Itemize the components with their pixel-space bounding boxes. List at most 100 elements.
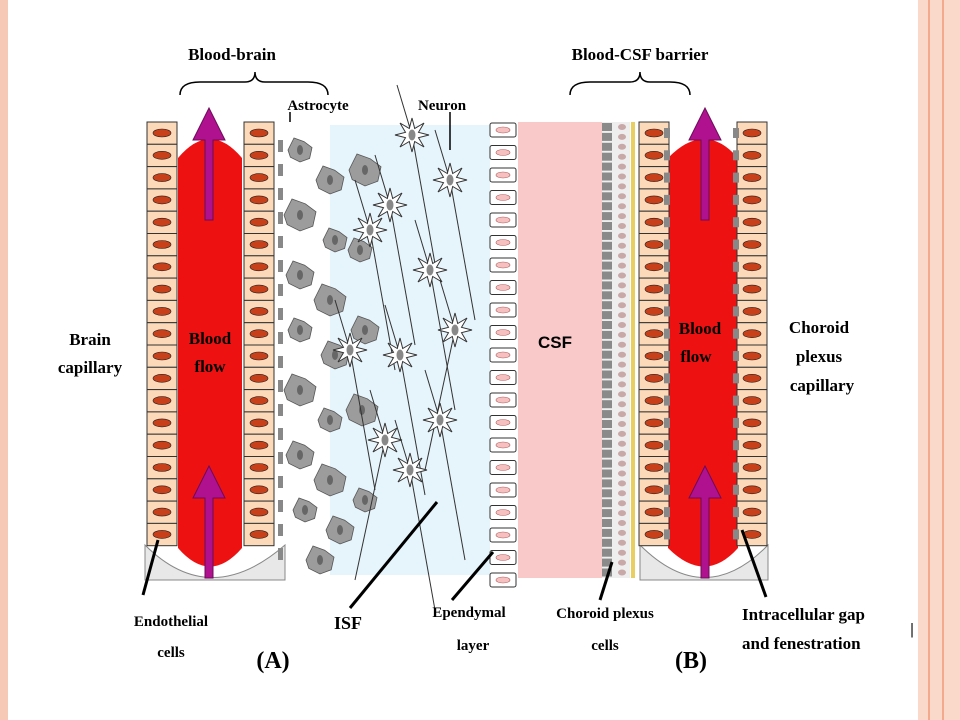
label-brain-capillary-1: Brain (69, 330, 111, 349)
label-isf: ISF (334, 613, 362, 633)
neuron-axon (429, 269, 456, 411)
cell-nucleus (152, 329, 172, 339)
capillary-b-base (639, 543, 769, 581)
cell-nucleus (495, 464, 511, 471)
neuron-axon (409, 469, 436, 611)
cell-nucleus (249, 530, 269, 539)
cell-nucleus (644, 373, 664, 383)
cell-nucleus (495, 284, 511, 291)
cell-nucleus (742, 463, 762, 472)
cell-nucleus (618, 460, 626, 467)
microvilli (602, 499, 612, 508)
fenestration-gap (733, 373, 739, 384)
microvilli (602, 301, 612, 310)
label-brain-capillary-2: capillary (58, 358, 123, 377)
cell-nucleus (618, 252, 626, 259)
cell-nucleus (742, 307, 762, 316)
cell-nucleus (618, 322, 626, 328)
cell-nucleus (495, 396, 511, 404)
cell-nucleus (327, 175, 333, 185)
microvilli (602, 212, 612, 221)
microvilli (602, 132, 612, 141)
label-intracellular-1: Intracellular gap (742, 605, 865, 624)
cell-nucleus (495, 576, 511, 584)
cell-nucleus (644, 329, 664, 339)
cell-nucleus (152, 351, 172, 361)
label-intracellular-2: and fenestration (742, 634, 861, 653)
cell-nucleus (495, 419, 511, 426)
microvilli (602, 370, 612, 379)
fenestration-gap (664, 484, 670, 495)
cell-nucleus (742, 329, 762, 339)
cell-nucleus (366, 224, 374, 236)
cell-nucleus (644, 284, 664, 294)
microvilli (602, 291, 612, 300)
microvilli (602, 321, 612, 329)
cell-nucleus (742, 485, 762, 495)
cell-nucleus (644, 173, 664, 182)
cell-nucleus (297, 270, 303, 280)
cell-nucleus (152, 151, 172, 160)
cell-nucleus (495, 239, 511, 246)
cell-nucleus (495, 216, 511, 224)
endothelial-column-a-left (146, 121, 178, 547)
fenestration-gap (733, 306, 739, 317)
label-choroid-3: capillary (790, 376, 855, 395)
cell-nucleus (495, 149, 511, 156)
fenestration-gap (733, 529, 739, 540)
cell-nucleus (495, 441, 511, 449)
cell-nucleus (618, 430, 626, 437)
brace-blood-brain (179, 71, 329, 96)
fenestration-gap (733, 395, 739, 406)
endfoot (278, 236, 283, 248)
cell-nucleus (644, 485, 664, 495)
fenestration-gap (664, 128, 670, 138)
neuron-axon (411, 134, 438, 276)
cell-nucleus (495, 171, 511, 179)
microvilli (602, 142, 612, 151)
cell-nucleus (618, 569, 626, 576)
label-ependymal-2: layer (457, 638, 490, 654)
cell-nucleus (362, 165, 368, 175)
cell-nucleus (618, 500, 626, 507)
fenestration-gap (664, 284, 670, 295)
cell-nucleus (742, 351, 762, 361)
cell-nucleus (618, 272, 626, 279)
cell-nucleus (297, 450, 303, 460)
cell-nucleus (618, 391, 626, 398)
cell-nucleus (495, 306, 511, 314)
cell-nucleus (495, 509, 511, 516)
cell-nucleus (742, 440, 762, 450)
pointer-choroid-cells (598, 561, 614, 601)
cell-nucleus (644, 240, 664, 249)
cell-nucleus (742, 173, 762, 182)
cell-nucleus (644, 128, 664, 138)
cell-nucleus (742, 217, 762, 227)
label-astrocyte: Astrocyte (287, 98, 349, 114)
cell-nucleus (249, 240, 269, 249)
cell-nucleus (152, 507, 172, 517)
cell-nucleus (297, 385, 303, 395)
microvilli (602, 489, 612, 498)
fenestration-gap (664, 417, 670, 428)
label-blood-flow-a-2: flow (194, 357, 226, 376)
slide-edge-mark: | (910, 621, 914, 638)
cell-nucleus (451, 324, 459, 336)
fenestration-gap (664, 328, 670, 339)
pointer-endothelial (141, 539, 160, 596)
cell-nucleus (152, 284, 172, 294)
fenestration-gap (664, 194, 670, 205)
cell-nucleus (152, 173, 172, 182)
fenestration-gap (664, 239, 670, 250)
cell-nucleus (618, 183, 626, 190)
cell-nucleus (249, 284, 269, 294)
panel-a-group (144, 84, 517, 611)
cell-nucleus (327, 475, 333, 485)
microvilli (602, 568, 612, 577)
cell-nucleus (386, 199, 394, 211)
cell-nucleus (742, 151, 762, 160)
microvilli (602, 469, 612, 478)
cell-nucleus (618, 361, 626, 368)
cell-nucleus (495, 261, 511, 269)
fenestration-gap (733, 484, 739, 495)
